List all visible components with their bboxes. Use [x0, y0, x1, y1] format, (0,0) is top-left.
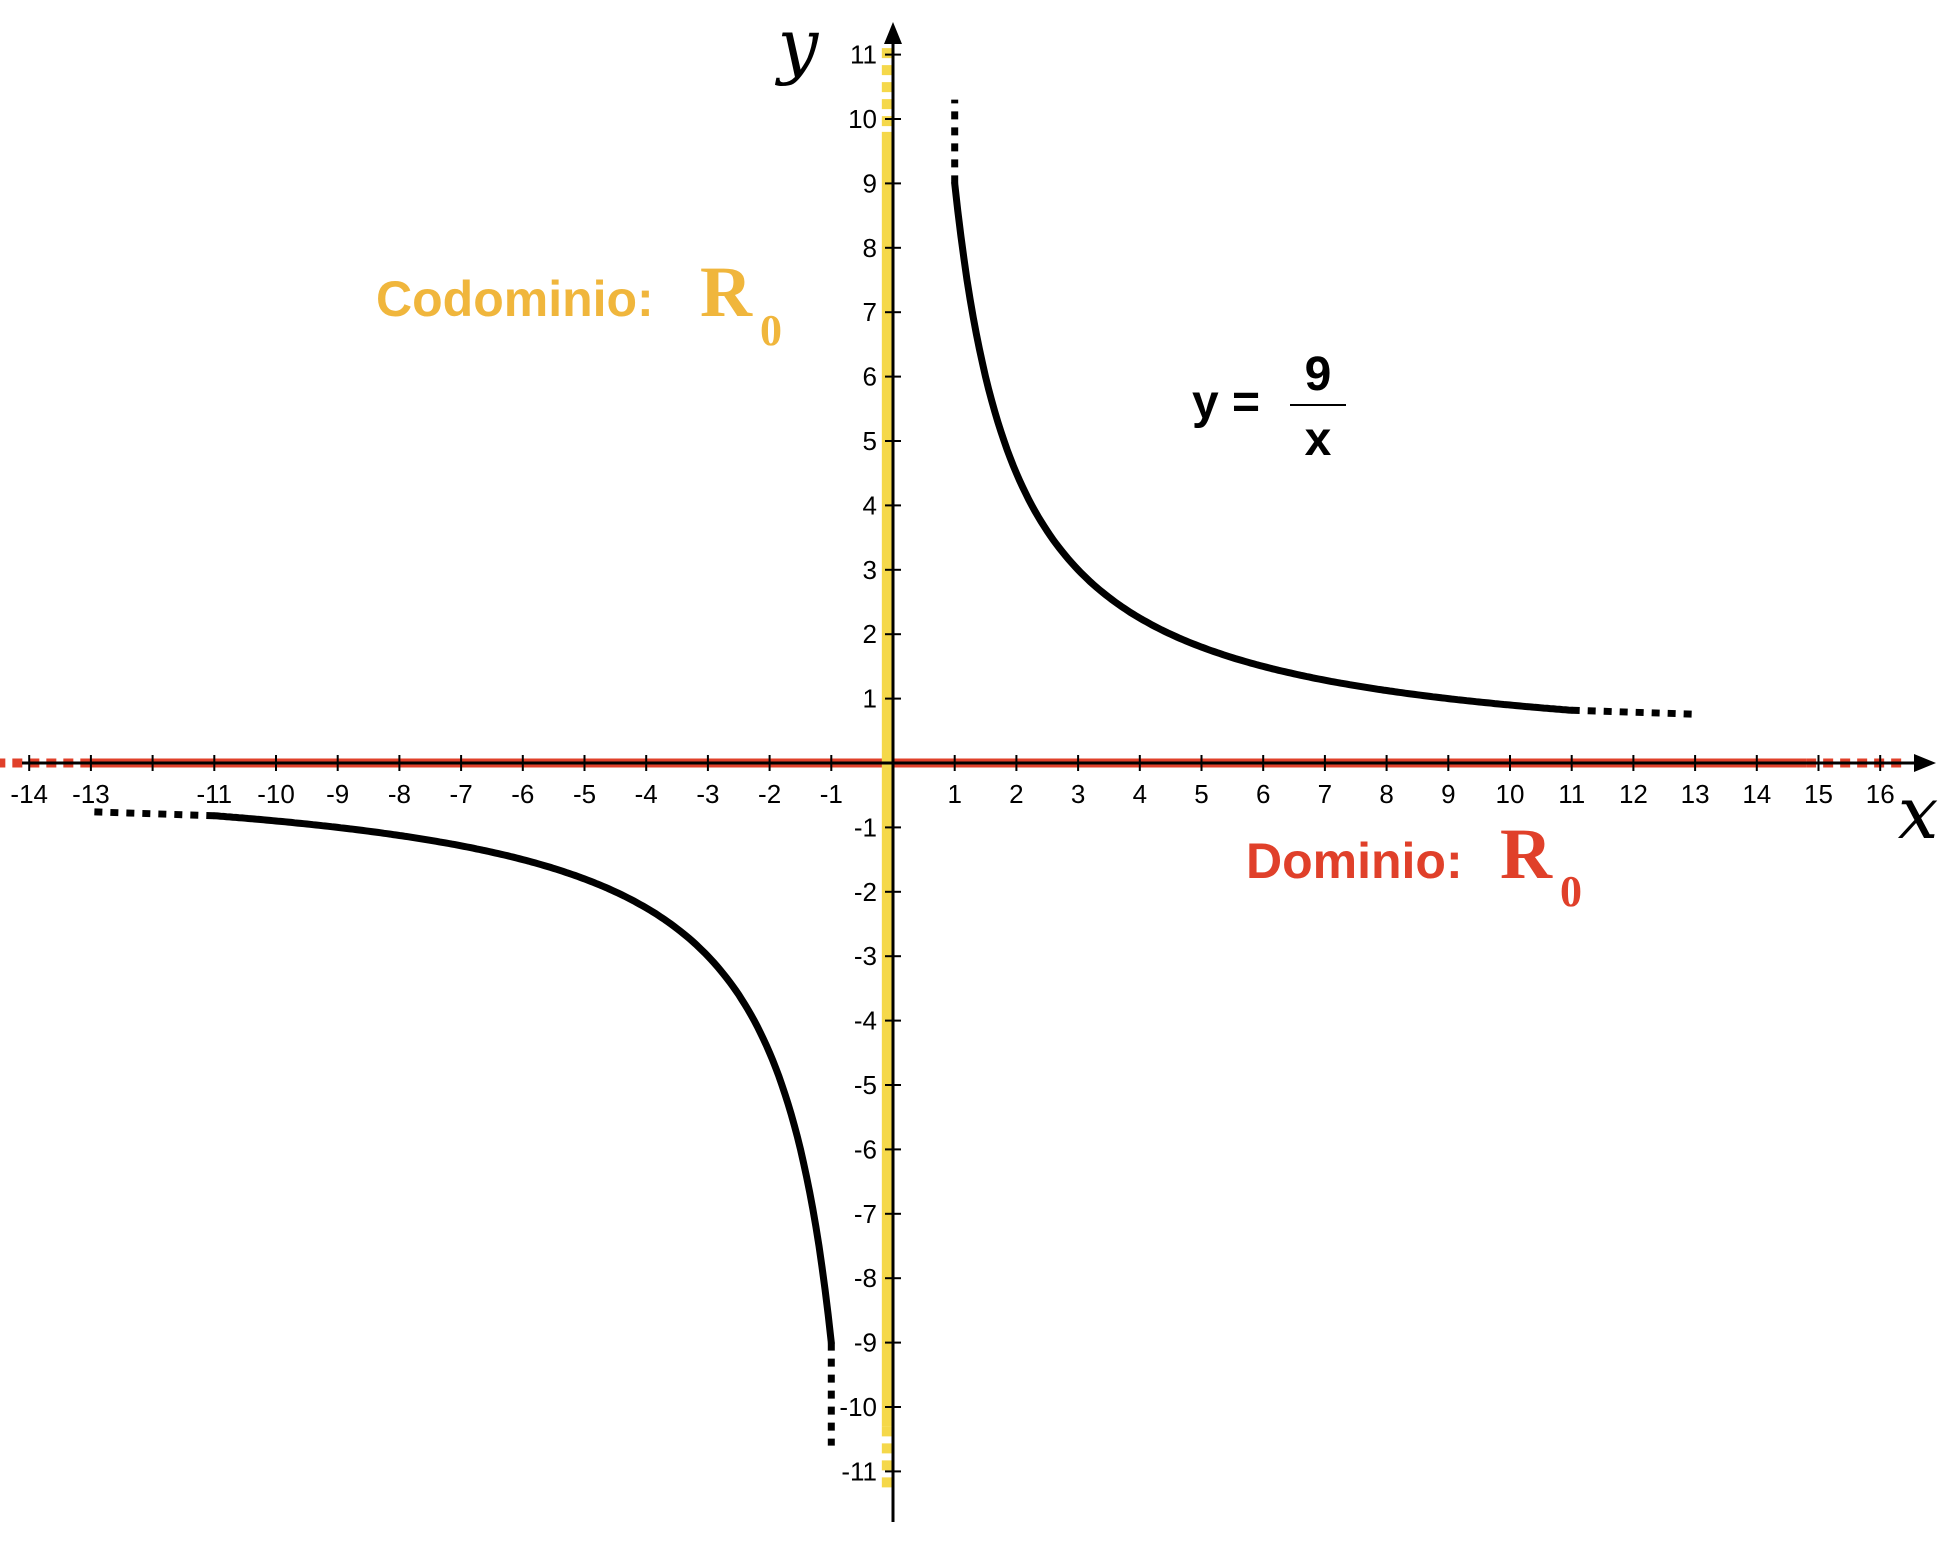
- dominio-symbol: R: [1500, 814, 1553, 894]
- y-tick-label: 9: [863, 168, 877, 198]
- x-tick-label: 5: [1194, 779, 1208, 809]
- x-tick-label: 2: [1009, 779, 1023, 809]
- curves: [90, 99, 1696, 1446]
- equation-label: y = 9 x: [1192, 348, 1346, 466]
- x-tick-label: 8: [1379, 779, 1393, 809]
- x-tick-label: -3: [696, 779, 719, 809]
- x-tick-label: 15: [1804, 779, 1833, 809]
- x-tick-label: -7: [450, 779, 473, 809]
- curve-positive-dotted-right: [1571, 706, 1696, 718]
- y-tick-label: 8: [863, 233, 877, 263]
- y-tick-label: -1: [854, 812, 877, 842]
- x-tick-label: -1: [820, 779, 843, 809]
- axes: [22, 22, 1936, 1522]
- x-tick-label: 7: [1318, 779, 1332, 809]
- codominio-symbol: R: [700, 252, 753, 332]
- y-axis-arrow: [884, 22, 902, 44]
- y-tick-label: -2: [854, 877, 877, 907]
- x-tick-label: -8: [388, 779, 411, 809]
- axis-ticks: -15-14-13-11-10-9-8-7-6-5-4-3-2-11234567…: [10, 40, 1895, 1487]
- y-tick-label: 2: [863, 619, 877, 649]
- dominio-label: Dominio:: [1246, 833, 1463, 889]
- x-tick-label: 1: [947, 779, 961, 809]
- x-tick-label: 11: [1558, 779, 1585, 809]
- codominio-subscript: 0: [760, 306, 782, 355]
- x-tick-label: 12: [1619, 779, 1648, 809]
- curve-negative-dotted-left: [90, 808, 215, 820]
- y-tick-label: -11: [841, 1456, 877, 1486]
- y-tick-label: -10: [839, 1392, 877, 1422]
- y-tick-label: -6: [854, 1134, 877, 1164]
- domain-highlights: [0, 48, 1905, 1491]
- y-tick-label: -9: [854, 1328, 877, 1358]
- y-tick-label: 3: [863, 555, 877, 585]
- y-axis-variable: y: [775, 3, 820, 87]
- equation-lhs: y =: [1192, 376, 1260, 429]
- y-tick-label: -7: [854, 1199, 877, 1229]
- x-tick-label: -10: [257, 779, 295, 809]
- y-tick-label: -3: [854, 941, 877, 971]
- x-tick-label: 4: [1133, 779, 1147, 809]
- codominio-label: Codominio:: [376, 271, 654, 327]
- equation-denominator: x: [1305, 413, 1332, 466]
- curve-negative-branch: [210, 812, 835, 1347]
- y-tick-label: -5: [854, 1070, 877, 1100]
- y-tick-label: 6: [863, 362, 877, 392]
- x-tick-label: 14: [1742, 779, 1771, 809]
- y-tick-label: 1: [863, 684, 877, 714]
- equation-numerator: 9: [1305, 348, 1332, 401]
- dominio-annotation: Dominio: R 0: [1246, 814, 1582, 916]
- y-tick-label: 11: [850, 40, 877, 70]
- curve-positive-branch: [951, 179, 1576, 714]
- x-tick-label: 9: [1441, 779, 1455, 809]
- x-tick-label: -14: [10, 779, 48, 809]
- y-tick-label: 5: [863, 426, 877, 456]
- x-axis-variable: x: [1898, 771, 1939, 855]
- x-axis-arrow: [1914, 754, 1936, 772]
- x-tick-label: -11: [196, 779, 232, 809]
- x-tick-label: 6: [1256, 779, 1270, 809]
- y-tick-label: 10: [848, 104, 877, 134]
- x-tick-label: 10: [1496, 779, 1525, 809]
- x-tick-label: -2: [758, 779, 781, 809]
- x-tick-label: 3: [1071, 779, 1085, 809]
- x-tick-label: 16: [1866, 779, 1895, 809]
- y-tick-label: 7: [863, 297, 877, 327]
- x-tick-label: -6: [511, 779, 534, 809]
- x-tick-label: -5: [573, 779, 596, 809]
- x-tick-label: 13: [1681, 779, 1710, 809]
- x-tick-label: -4: [635, 779, 658, 809]
- y-tick-label: -8: [854, 1263, 877, 1293]
- y-tick-label: 4: [863, 490, 877, 520]
- x-tick-label: -13: [72, 779, 110, 809]
- x-tick-label: -9: [326, 779, 349, 809]
- codominio-annotation: Codominio: R 0: [376, 252, 782, 355]
- dominio-subscript: 0: [1560, 867, 1582, 916]
- chart-text: x y y = 9 x Codominio: R 0 Dominio: R 0: [376, 3, 1938, 916]
- y-tick-label: -4: [854, 1006, 877, 1036]
